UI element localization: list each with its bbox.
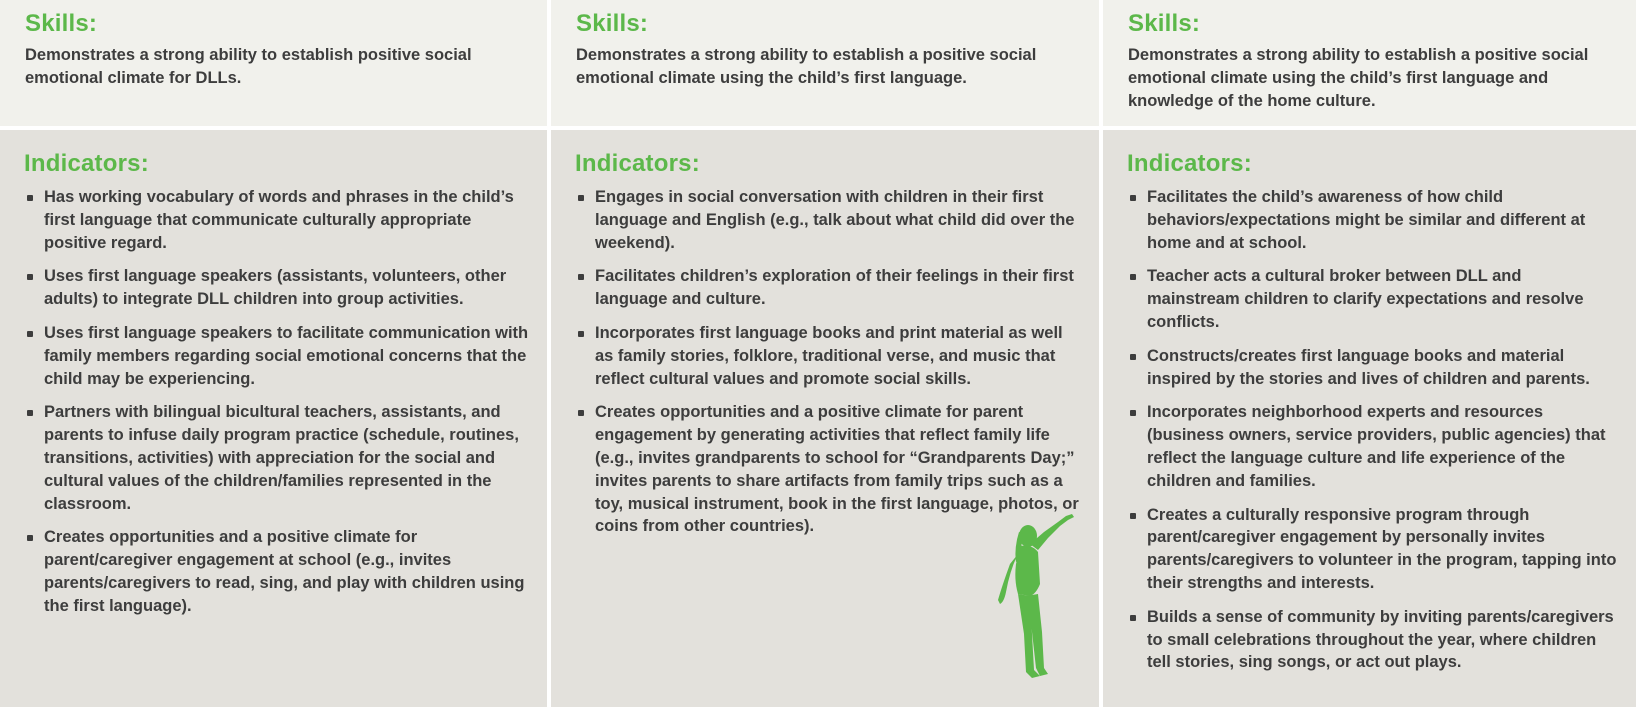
skills-text: Demonstrates a strong ability to establi…	[1128, 46, 1589, 110]
column-1: Skills: Demonstrates a strong ability to…	[0, 0, 547, 707]
column-3: Skills: Demonstrates a strong ability to…	[1103, 0, 1636, 707]
indicator-item: Teacher acts a cultural broker between D…	[1127, 265, 1618, 333]
indicators-list: Has working vocabulary of words and phra…	[24, 186, 529, 618]
indicators-heading: Indicators:	[575, 150, 700, 177]
indicator-item: Builds a sense of community by inviting …	[1127, 606, 1618, 674]
indicator-item: Incorporates first language books and pr…	[575, 322, 1081, 390]
indicator-item: Incorporates neighborhood experts and re…	[1127, 401, 1618, 492]
skills-panel-3: Skills: Demonstrates a strong ability to…	[1103, 0, 1636, 126]
child-reaching-silhouette-icon	[998, 514, 1074, 678]
indicator-item: Facilitates the child’s awareness of how…	[1127, 186, 1618, 254]
indicators-panel-3: Indicators: Facilitates the child’s awar…	[1103, 130, 1636, 707]
indicator-item: Constructs/creates first language books …	[1127, 345, 1618, 391]
indicators-list: Engages in social conversation with chil…	[575, 186, 1081, 538]
skills-heading: Skills:	[1128, 10, 1201, 37]
indicators-panel-2: Indicators: Engages in social conversati…	[551, 130, 1099, 707]
indicator-item: Creates opportunities and a positive cli…	[575, 401, 1081, 538]
indicator-item: Has working vocabulary of words and phra…	[24, 186, 529, 254]
indicators-panel-1: Indicators: Has working vocabulary of wo…	[0, 130, 547, 707]
indicators-list: Facilitates the child’s awareness of how…	[1127, 186, 1618, 674]
column-2: Skills: Demonstrates a strong ability to…	[551, 0, 1099, 707]
indicators-heading: Indicators:	[1127, 150, 1252, 177]
skills-panel-1: Skills: Demonstrates a strong ability to…	[0, 0, 547, 126]
indicator-item: Partners with bilingual bicultural teach…	[24, 401, 529, 515]
indicator-item: Engages in social conversation with chil…	[575, 186, 1081, 254]
skills-text: Demonstrates a strong ability to establi…	[25, 46, 472, 87]
indicator-item: Uses first language speakers to facilita…	[24, 322, 529, 390]
indicator-item: Uses first language speakers (assistants…	[24, 265, 529, 311]
indicator-item: Creates a culturally responsive program …	[1127, 504, 1618, 595]
indicators-heading: Indicators:	[24, 150, 149, 177]
skills-heading: Skills:	[25, 10, 98, 37]
divider	[551, 126, 1099, 130]
skills-panel-2: Skills: Demonstrates a strong ability to…	[551, 0, 1099, 126]
divider	[0, 126, 547, 130]
indicator-item: Creates opportunities and a positive cli…	[24, 526, 529, 617]
skills-heading: Skills:	[576, 10, 649, 37]
indicator-item: Facilitates children’s exploration of th…	[575, 265, 1081, 311]
skills-text: Demonstrates a strong ability to establi…	[576, 46, 1037, 87]
divider	[1103, 126, 1636, 130]
